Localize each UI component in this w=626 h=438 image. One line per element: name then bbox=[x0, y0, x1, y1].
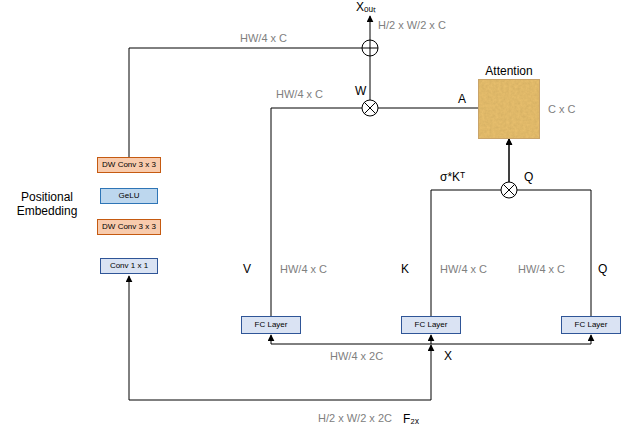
conv-box: DW Conv 3 x 3 bbox=[97, 157, 161, 173]
dimension-label: Positional Embedding bbox=[8, 190, 86, 218]
dimension-label: A bbox=[458, 92, 466, 106]
dimension-label: H/2 x W/2 x 2C bbox=[318, 412, 392, 425]
dimension-label: F₂ₓ bbox=[403, 412, 419, 426]
activation-box: GeLU bbox=[100, 188, 158, 204]
multiply-symbol bbox=[501, 182, 517, 198]
box-label: FC Layer bbox=[575, 320, 608, 330]
dimension-label: HW/4 x C bbox=[518, 263, 565, 276]
connector bbox=[431, 139, 509, 316]
dimension-label: X bbox=[444, 349, 452, 363]
box-label: DW Conv 3 x 3 bbox=[102, 222, 156, 232]
dimension-label: Xₒᵤₜ bbox=[356, 0, 376, 14]
box-label: DW Conv 3 x 3 bbox=[102, 160, 156, 170]
fc-layer-box: FC Layer bbox=[561, 316, 621, 334]
wire bbox=[370, 56, 371, 100]
dimension-label: C x C bbox=[548, 103, 576, 116]
bus-arrow bbox=[591, 335, 592, 344]
attention-map: Attention bbox=[478, 64, 540, 139]
bus-arrow bbox=[431, 335, 432, 344]
skip-wire bbox=[129, 48, 362, 157]
multiply-symbol bbox=[362, 100, 378, 116]
fc-layer-box: FC Layer bbox=[401, 316, 461, 334]
add-symbol bbox=[362, 40, 378, 56]
input-wire bbox=[129, 400, 431, 401]
value-wire bbox=[271, 108, 362, 316]
dimension-label: σ*Kᵀ bbox=[440, 170, 465, 184]
conv-box: Conv 1 x 1 bbox=[100, 258, 158, 274]
box-label: GeLU bbox=[119, 191, 140, 201]
dimension-label: HW/4 x C bbox=[276, 88, 323, 101]
input-arrow bbox=[129, 276, 130, 400]
node-heading: Attention bbox=[478, 64, 540, 79]
dimension-label: HW/4 x 2C bbox=[330, 350, 383, 363]
dimension-label: K bbox=[401, 262, 409, 276]
bus-arrow bbox=[271, 335, 272, 344]
dimension-label: HW/4 x C bbox=[240, 32, 287, 45]
dimension-label: Q bbox=[524, 170, 533, 184]
dimension-label: V bbox=[243, 262, 251, 276]
attention-wire bbox=[378, 108, 478, 109]
box-label: FC Layer bbox=[415, 320, 448, 330]
conv-box: DW Conv 3 x 3 bbox=[97, 219, 161, 235]
dimension-label: Q bbox=[598, 262, 607, 276]
dimension-label: HW/4 x C bbox=[440, 263, 487, 276]
attention-matrix bbox=[478, 79, 540, 139]
connector bbox=[509, 139, 591, 316]
fc-layer-box: FC Layer bbox=[241, 316, 301, 334]
output-arrow bbox=[370, 16, 371, 40]
dimension-label: W bbox=[355, 84, 366, 98]
box-label: FC Layer bbox=[255, 320, 288, 330]
dimension-label: H/2 x W/2 x C bbox=[378, 19, 446, 32]
box-label: Conv 1 x 1 bbox=[110, 261, 148, 271]
input-arrow bbox=[431, 345, 432, 400]
dimension-label: HW/4 x C bbox=[280, 263, 327, 276]
